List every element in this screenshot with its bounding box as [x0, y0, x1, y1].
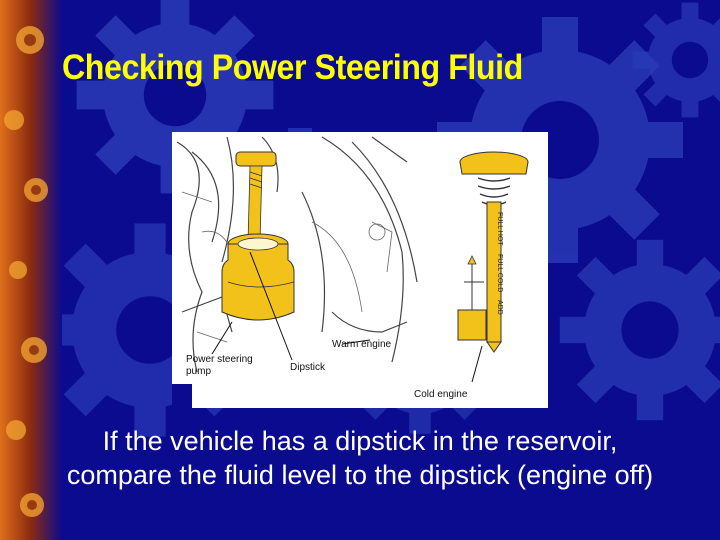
label-warm-engine: Warm engine [332, 339, 392, 350]
label-dipstick: Dipstick [290, 362, 326, 373]
left-decorative-strip [0, 0, 62, 540]
dipstick-mark-full-hot: FULL HOT [496, 212, 503, 246]
gear-icon [559, 239, 720, 421]
label-power-steering-pump-line2: pump [186, 366, 211, 377]
dipstick-mark-add: ADD [496, 300, 503, 315]
dipstick-mark-full-cold: FULL COLD [496, 254, 503, 292]
power-steering-diagram: FULL HOT FULL COLD ADD Power steering pu… [172, 132, 548, 408]
gear-icon [632, 2, 720, 118]
label-power-steering-pump-line1: Power steering [186, 354, 253, 365]
diagram-illustration: FULL HOT FULL COLD ADD Power steering pu… [172, 136, 529, 408]
slide-title: Checking Power Steering Fluid [62, 48, 523, 87]
label-cold-engine: Cold engine [414, 389, 468, 400]
slide-caption: If the vehicle has a dipstick in the res… [66, 426, 654, 490]
